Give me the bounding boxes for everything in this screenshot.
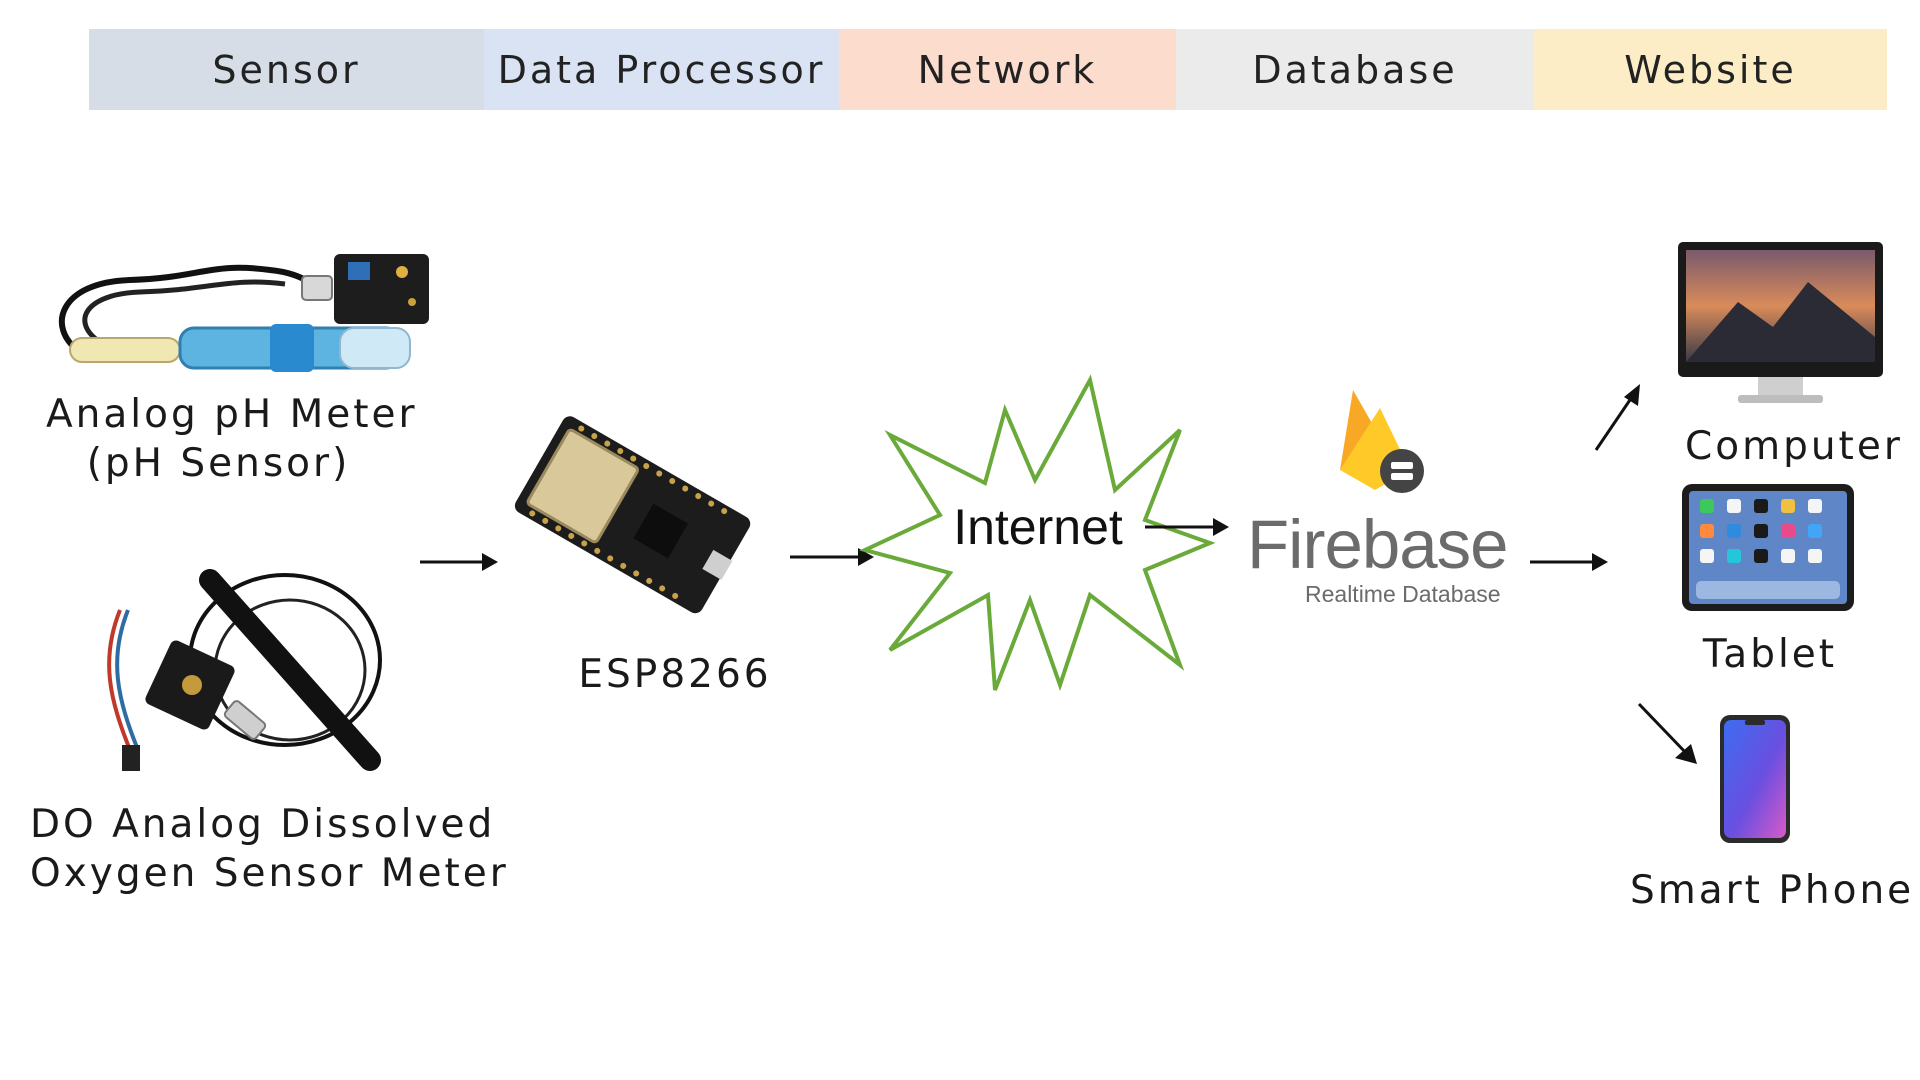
stage-website-label: Website bbox=[1624, 47, 1797, 92]
stage-database: Database bbox=[1176, 29, 1534, 110]
ph-sensor-label: Analog pH Meter (pH Sensor) bbox=[46, 390, 418, 488]
phone-icon bbox=[1720, 715, 1790, 843]
stage-header: Sensor Data Processor Network Database W… bbox=[89, 29, 1887, 110]
ph-sensor-label-line2: (pH Sensor) bbox=[86, 441, 351, 486]
do-sensor-label-line1: DO Analog Dissolved bbox=[30, 802, 496, 847]
stage-network-label: Network bbox=[917, 47, 1098, 92]
tablet-label: Tablet bbox=[1702, 632, 1838, 677]
stage-data-processor: Data Processor bbox=[484, 29, 839, 110]
ph-probe-icon bbox=[40, 232, 429, 372]
starburst-icon: Internet bbox=[859, 374, 1216, 695]
firebase-title: Firebase bbox=[1247, 506, 1508, 583]
internet-label: Internet bbox=[953, 499, 1123, 555]
esp-board-icon bbox=[505, 410, 760, 620]
stage-database-label: Database bbox=[1252, 47, 1458, 92]
arrow-network-to-database bbox=[1145, 515, 1230, 539]
do-sensor-label: DO Analog Dissolved Oxygen Sensor Meter bbox=[30, 800, 509, 898]
stage-website: Website bbox=[1534, 29, 1887, 110]
stage-network: Network bbox=[839, 29, 1176, 110]
do-sensor-label-line2: Oxygen Sensor Meter bbox=[30, 851, 509, 896]
stage-sensor-label: Sensor bbox=[212, 47, 361, 92]
monitor-icon bbox=[1678, 242, 1883, 407]
do-probe-icon bbox=[100, 560, 400, 780]
firebase-subtitle: Realtime Database bbox=[1305, 581, 1501, 607]
tablet-icon bbox=[1682, 484, 1854, 611]
stage-data-processor-label: Data Processor bbox=[497, 47, 826, 92]
arrow-sensor-to-processor bbox=[420, 550, 500, 574]
smart-phone-label: Smart Phone bbox=[1630, 868, 1915, 913]
arrow-database-to-tablet bbox=[1530, 550, 1610, 574]
arrow-processor-to-network bbox=[790, 545, 875, 569]
ph-sensor-label-line1: Analog pH Meter bbox=[46, 392, 418, 437]
arrow-database-to-phone bbox=[1635, 700, 1705, 770]
arrow-database-to-computer bbox=[1590, 380, 1650, 455]
computer-label: Computer bbox=[1685, 424, 1903, 469]
firebase-flame-icon bbox=[1335, 390, 1425, 500]
esp8266-label: ESP8266 bbox=[578, 652, 772, 697]
stage-sensor: Sensor bbox=[89, 29, 484, 110]
